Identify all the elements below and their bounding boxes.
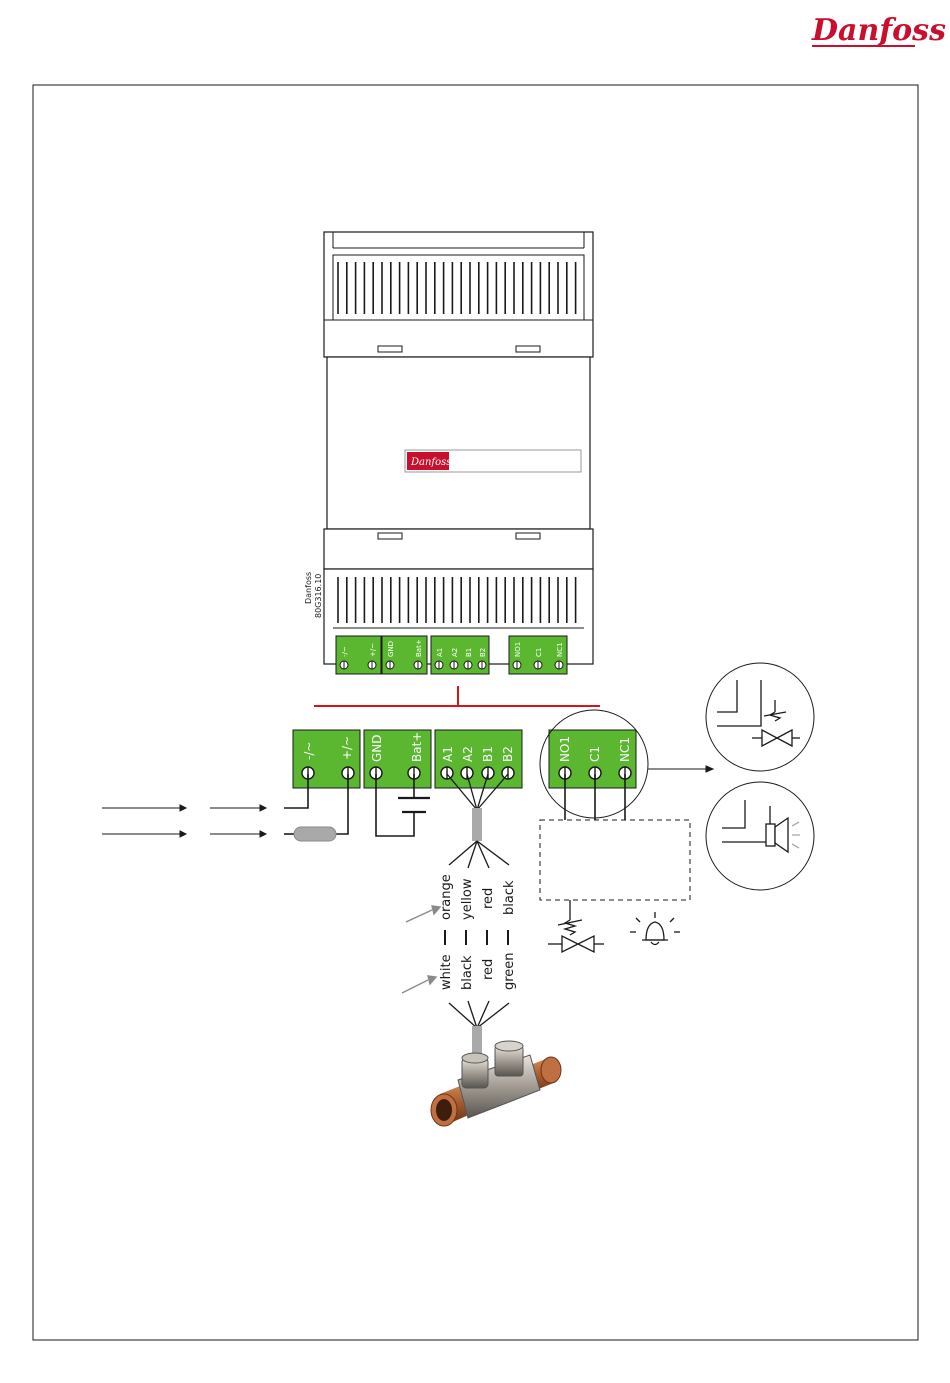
wire-label-white: white [439,954,454,990]
danfoss-logo-text: Danfoss [811,13,946,48]
cable-sheath-top [472,808,482,841]
valve-icon [548,900,604,952]
term-power-plus: +/~ [340,736,354,760]
wire-label-orange: orange [439,874,454,920]
small-terminal-label: NC1 [556,642,564,657]
small-terminal-label: NO1 [514,642,522,657]
small-terminal-label: A2 [451,648,459,657]
wire-dashes [445,930,508,945]
term-batplus: Bat+ [410,732,424,762]
module-side-text-1: Danfoss [304,572,313,604]
wire-label-red-2: red [481,959,496,980]
small-terminal-label: Bat+ [415,639,423,657]
wire-label-green: green [502,952,517,990]
fuse-icon [294,827,336,841]
cable-fanout-top [449,841,509,868]
alarm-bell-icon [630,912,680,945]
term-a1: A1 [441,746,455,762]
term-b1: B1 [481,746,495,762]
small-terminal-label: GND [387,641,395,657]
cable-fanin-bottom [449,1001,509,1028]
wire-label-red-1: red [481,888,496,909]
small-terminal-label: +/~ [369,643,377,657]
term-a2: A2 [461,746,475,762]
small-terminal-label: -/~ [341,646,349,657]
term-gnd: GND [370,734,384,762]
controller-module: Danfoss [324,232,593,664]
small-terminal-label: B2 [479,648,487,657]
wire-label-black-1: black [502,880,517,915]
front-logo-text: Danfoss [410,457,451,468]
stepper-valve-image [431,1041,561,1126]
small-terminal-label: A1 [436,648,444,657]
module-terminal-blocks: -/~ +/~ GND Bat+ A1 A2 B1 B2 NO1 C1 NC1 [336,636,567,674]
load-dashed-box [540,820,690,900]
term-b2: B2 [501,746,515,762]
term-no1: NO1 [558,736,572,762]
term-nc1: NC1 [618,737,632,762]
connection-bus [314,686,600,706]
small-terminal-label: B1 [465,648,473,657]
module-side-text-2: 80G316.10 [314,574,323,618]
wire-label-black-2: black [460,955,475,990]
wire-label-yellow: yellow [460,878,475,920]
small-terminal-label: C1 [535,648,543,657]
cable-sheath-bottom [472,1026,482,1056]
danfoss-logo: Danfoss [811,13,946,48]
relay-arrow [648,766,713,772]
relay-valve-symbol-icon [706,663,814,771]
relay-horn-symbol-icon [706,782,814,890]
supply-arrows [102,805,266,837]
pointer-arrows [402,906,440,993]
term-c1: C1 [588,746,602,762]
term-power-minus: -/~ [302,742,316,760]
